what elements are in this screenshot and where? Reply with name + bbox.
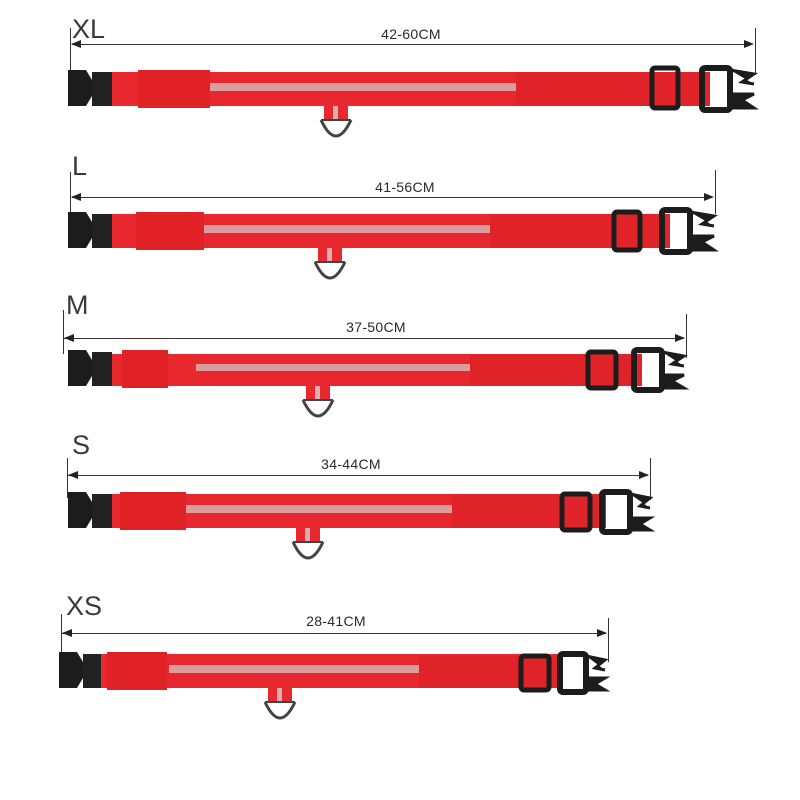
left-measure-tick [70, 28, 71, 74]
arrow-right-icon [744, 40, 754, 48]
measure-line [64, 338, 684, 340]
arrow-right-icon [704, 193, 714, 201]
arrow-right-icon [597, 629, 607, 637]
collar-image [66, 347, 690, 428]
arrow-left-icon [71, 193, 81, 201]
left-measure-tick [63, 310, 64, 354]
collar-image [66, 65, 760, 146]
right-measure-tick [650, 458, 651, 500]
arrow-left-icon [71, 40, 81, 48]
size-label: L [72, 151, 88, 181]
size-label: XS [66, 591, 103, 621]
size-range-text: 28-41CM [306, 613, 366, 629]
size-label: XL [72, 14, 106, 44]
size-range-text: 37-50CM [346, 319, 406, 335]
size-range-text: 34-44CM [321, 456, 381, 472]
size-label: M [66, 290, 89, 320]
measure-line [72, 44, 752, 46]
arrow-right-icon [639, 471, 649, 479]
right-measure-tick [715, 170, 716, 214]
arrow-left-icon [64, 334, 74, 342]
collar-image [66, 488, 656, 568]
measure-line [62, 633, 606, 635]
arrow-left-icon [68, 471, 78, 479]
size-range-text: 42-60CM [381, 26, 441, 42]
left-measure-tick [70, 172, 71, 214]
right-measure-tick [755, 28, 756, 74]
right-measure-tick [686, 314, 687, 358]
size-label: S [72, 430, 91, 460]
collar-image [66, 207, 720, 288]
keeper-loop [138, 70, 210, 108]
measure-line [68, 475, 648, 477]
left-measure-tick [61, 614, 62, 656]
arrow-left-icon [62, 629, 72, 637]
collar-image [57, 650, 617, 730]
measure-line [72, 197, 712, 199]
arrow-right-icon [675, 334, 685, 342]
size-range-text: 41-56CM [375, 179, 435, 195]
right-measure-tick [608, 618, 609, 662]
left-measure-tick [67, 458, 68, 498]
